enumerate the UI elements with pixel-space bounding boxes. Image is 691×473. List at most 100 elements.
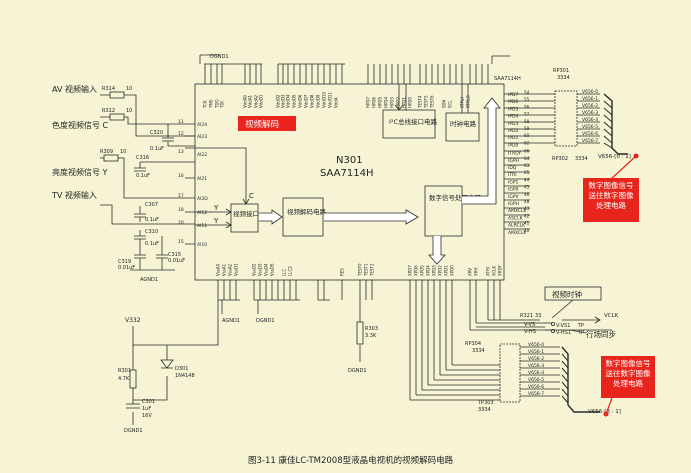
reset-circuit: V332 R301 4.7K D301 1N4148 C301 1uF 16V … [118, 300, 219, 434]
d301-label: D301 [175, 366, 188, 372]
right-pin-label: IPD5 [508, 106, 519, 112]
right-pin-number: 54 [524, 90, 530, 95]
top-pin-label: VddD4 [286, 94, 291, 108]
bottom-pin-label: TEST2 [370, 263, 375, 277]
c320-label: C320 [150, 130, 163, 136]
bottom-pin-label: XRV [468, 268, 473, 276]
chip-part: SAA7114H [320, 168, 373, 179]
chip-ref: N301 [336, 155, 363, 166]
clock-label: 时钟电路 [450, 119, 477, 128]
vclk-label: VCLK [604, 313, 619, 319]
right-pin-labels: IPD754IPD655IPD556IPD457IPD358IPD259IPD1… [508, 90, 530, 236]
top-pin-label: TDO [215, 99, 220, 109]
bottom-bus-line-label: V656-5 [528, 377, 544, 383]
vhs-label: V-HS [524, 329, 536, 335]
right-pin-label: IPD6 [508, 99, 519, 105]
right-pin-number: 57 [524, 112, 530, 117]
input-wiring: R314 10 R312 10 C320 0.1uF C316 0.1uF R3… [100, 86, 195, 283]
left-pin-label: AI21 [197, 176, 207, 182]
top-bus-line-label: V656-6 [582, 131, 598, 137]
right-pin-number: 62 [524, 140, 530, 145]
right-pin-number: 43 [524, 206, 530, 211]
rp301-label: RP301 [553, 68, 569, 74]
top-bus-line-label: V656-7 [582, 138, 598, 144]
top-bus-line-label: V656-0 [582, 89, 598, 95]
line-field-sync-label: 行场同步 [586, 329, 616, 339]
bottom-bus-line-label: V656-0 [528, 342, 544, 348]
right-pin-label: IPD1 [508, 135, 519, 141]
left-pin-number: 18 [178, 207, 184, 213]
top-pin-label: TEST6 [430, 95, 435, 109]
c316-label: C316 [136, 155, 149, 161]
right-pin-label: ASCLK [508, 215, 524, 221]
bottom-pin-label: XPD3 [432, 265, 437, 276]
c301-label: C301 [142, 399, 155, 405]
top-pin-label: VddA0 [243, 94, 248, 108]
right-pin-label: AMXCLK [508, 208, 527, 214]
pin-y1-label: Y [213, 204, 219, 212]
r314-label: R314 [102, 86, 115, 92]
bottom-pin-label: XPD1 [444, 265, 449, 276]
bottom-bus-line-label: V656-2 [528, 356, 544, 362]
bottom-bus-line-label: V656-1 [528, 349, 544, 355]
input-labels: AV 视频输入 色度视频信号 C 亮度视频信号 Y TV 视频输入 [51, 84, 109, 200]
bottom-bus-line-label: V656-4 [528, 370, 544, 376]
pin-y2-label: Y [213, 217, 219, 225]
right-pin-number: 44 [524, 177, 530, 182]
r309-label: R309 [100, 149, 113, 155]
top-pin-label: HPD4 [384, 97, 389, 109]
bottom-pin-label: VssD2 [252, 263, 257, 276]
rp302-value: 3334 [575, 156, 588, 162]
r301-label: R301 [118, 368, 131, 374]
callout-top: 数字图像信号送往数字图像处理电路 [589, 181, 634, 210]
tp303-label: TP303 [477, 400, 494, 406]
bottom-pin-label: VssA2 [228, 263, 233, 276]
left-pin-label: AI23 [197, 134, 207, 140]
left-pin-label: AI24 [197, 122, 207, 128]
bottom-bus-line [561, 346, 600, 413]
r321-value: 33 [535, 313, 541, 319]
top-bus-labels: V656-0V656-1V656-2V656-3V656-4V656-5V656… [582, 89, 598, 144]
pin-c-label: C [249, 192, 254, 200]
right-pin-label: IGPH [508, 201, 519, 207]
left-pin-label: AI11 [197, 223, 207, 229]
video-decode-block [282, 197, 324, 237]
top-pin-label: TEST4 [418, 95, 423, 109]
top-pin-label: VddD2 [276, 94, 281, 108]
video-clock-label: 视频时钟 [552, 289, 582, 299]
top-pin-label: VddD11 [328, 92, 333, 108]
bottom-pin-label: XTRI [486, 267, 491, 276]
bottom-pin-label: LLC2 [288, 266, 293, 276]
top-pin-label: VddD10 [322, 92, 327, 108]
right-pin-number: 59 [524, 126, 530, 131]
video-interface-label: 视频接口 [233, 209, 259, 218]
top-pin-label: HPD3 [390, 97, 395, 109]
right-pin-label: ITRDY [508, 151, 521, 157]
left-pin-label: AI22 [197, 152, 207, 158]
left-pin-number: 12 [178, 131, 184, 137]
bottom-pin-label: XRDY [498, 265, 503, 276]
v332-label: V332 [125, 317, 141, 324]
dgnd-top-label: DGND1 [210, 54, 229, 60]
chip-callout-box [238, 116, 296, 131]
tv-input-label: TV 视频输入 [51, 190, 97, 200]
left-pin-labels: AI2411AI2312AI2213AI2116AI2D17AI1218AI11… [178, 119, 208, 248]
c307-label: C307 [145, 202, 158, 208]
r312-label: R312 [102, 108, 115, 114]
agnd-left-label: AGND1 [140, 277, 158, 283]
top-pin-label: HPD6 [372, 97, 377, 109]
right-pin-stubs [504, 93, 530, 230]
c301-value: 1uF [142, 406, 151, 412]
rp301-value: 3334 [557, 75, 570, 81]
rp301-network [530, 90, 600, 147]
agnd-bottom-label: AGND1 [222, 318, 240, 324]
top-bus-line-label: V656-4 [582, 117, 598, 123]
left-pin-number: 11 [178, 119, 184, 125]
rp304-value: 3334 [472, 348, 485, 354]
right-pin-label: IPD0 [508, 142, 519, 148]
bottom-pin-label: VssD5 [270, 263, 275, 276]
bottom-pin-label: VssA1 [222, 263, 227, 276]
bottom-pin-label: TEST1 [364, 263, 369, 277]
